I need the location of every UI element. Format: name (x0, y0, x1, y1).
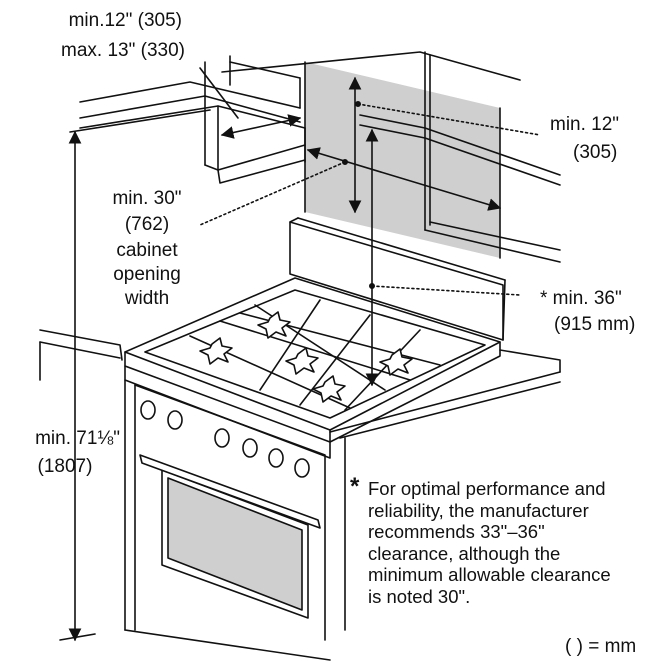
footnote-line: reliability, the manufacturer (368, 499, 589, 521)
clearance-min-label: * min. 36" (540, 288, 622, 309)
clearance-mm-label: (915 mm) (554, 314, 636, 335)
footnote-line: recommends 33"–36" (368, 521, 545, 542)
footnote: For optimal performance and reliability,… (368, 478, 611, 607)
height-mm-label: (1807) (37, 456, 93, 477)
width-opening-label: opening (113, 264, 181, 285)
width-dimension (199, 147, 502, 226)
units-legend: ( ) = mm (565, 636, 637, 657)
footnote-line: minimum allowable clearance (368, 564, 611, 585)
footnote-line: For optimal performance and (368, 478, 606, 499)
width-mm-label: (762) (124, 214, 170, 235)
footnote-line: clearance, although the (368, 542, 561, 564)
depth-dimension (199, 67, 302, 139)
range-body (124, 365, 331, 661)
upper-max-label: max. 13" (330) (61, 40, 185, 61)
backguard (289, 217, 506, 341)
upper-cabinet-left (79, 55, 306, 184)
height-min-label: min. 71⅛" (35, 428, 120, 449)
width-cabinet-label: cabinet (116, 240, 178, 261)
control-knobs (140, 400, 310, 478)
burners (199, 311, 413, 403)
height-dimension (59, 109, 211, 642)
right-mm-label: (305) (573, 142, 618, 163)
width-width-label: width (124, 288, 170, 309)
cooktop-clearance-dimension (365, 128, 521, 387)
counter-left (39, 329, 123, 381)
right-min-label: min. 12" (550, 114, 620, 135)
width-min-label: min. 30" (112, 188, 182, 209)
note-asterisk: * (350, 473, 360, 500)
oven-handle (139, 454, 321, 529)
upper-min-label: min.12" (305) (68, 10, 182, 31)
footnote-line: is noted 30". (368, 585, 471, 607)
